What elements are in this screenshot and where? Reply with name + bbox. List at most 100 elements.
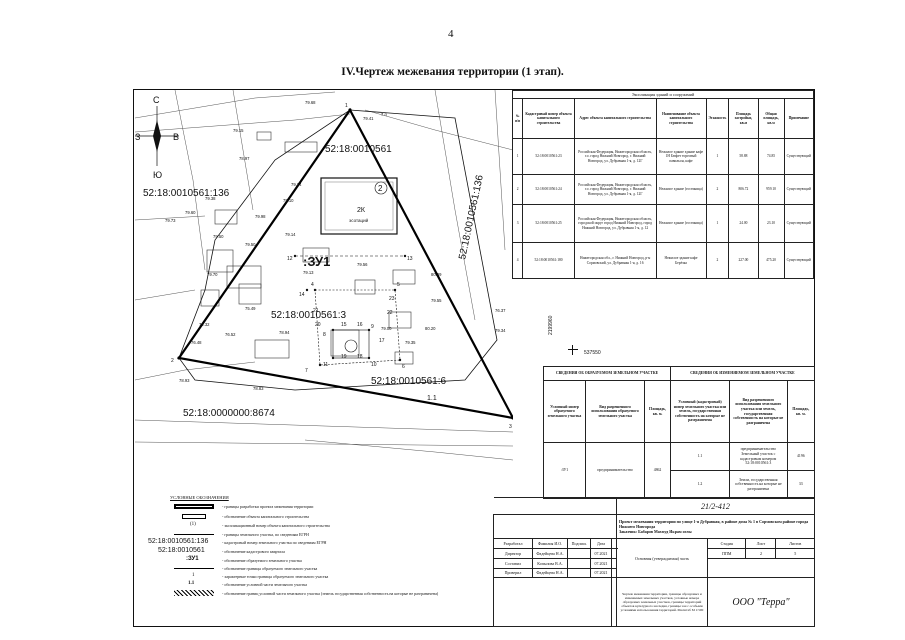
svg-text:79.73: 79.73 [165,218,176,223]
building-label: 2К [357,207,366,214]
stamp-code: 21/2-412 [616,496,815,516]
svg-text:19: 19 [341,354,347,360]
svg-text:12: 12 [287,256,293,262]
svg-text:22: 22 [387,310,393,316]
coord-vertical: 2199960 [548,315,554,335]
table2-right-title: СВЕДЕНИЯ ОБ ИЗМЕНЯЕМОМ ЗЕМЕЛЬНОМ УЧАСТКЕ [669,366,816,381]
legend-item: - обозначение границ условной части земе… [170,590,500,600]
svg-text:9: 9 [371,324,374,330]
svg-text:79.32: 79.32 [199,322,210,327]
svg-text:18: 18 [357,354,363,360]
grid-cross [568,345,578,355]
svg-text:79.15: 79.15 [233,128,244,133]
street-lines [135,90,513,461]
svg-text:16: 16 [357,322,363,328]
table-row: Составил Копылова В.А. 07.2021 [493,557,815,579]
compass-south: Ю [153,170,162,180]
svg-text:79.56: 79.56 [357,262,368,267]
stamp-section: Основная (утверждаемая) часть [616,538,708,579]
svg-text:79.68: 79.68 [305,100,316,105]
table1-caption: Экспликация зданий и сооружений [512,90,814,98]
svg-text:2: 2 [171,358,174,364]
survey-map: 2 2К эсотаций С Ю З В 79.68 79.41 7 п 79… [135,90,513,461]
svg-text:79.24: 79.24 [291,182,302,187]
stamp-drawing-desc: Чертеж межевания территории, границы обр… [616,577,708,627]
svg-text:52:18:0010561:136: 52:18:0010561:136 [143,188,230,199]
svg-text:1: 1 [345,103,348,109]
svg-text:79.34: 79.34 [495,328,506,333]
vertex-numbers: 1 2 3 4 5 6 7 8 9 10 11 12 13 14 15 16 1… [171,103,512,430]
legend-item: - обозначение объекта капитального строи… [170,513,500,523]
svg-text:1.1: 1.1 [427,395,437,402]
svg-text:79.50: 79.50 [245,242,256,247]
building-number: 2 [378,184,383,193]
svg-text:79.98: 79.98 [255,214,266,219]
svg-text:3: 3 [509,424,512,430]
project-boundary [177,107,513,420]
svg-text:79.00: 79.00 [381,326,392,331]
legend-item: 1 - характерные точки границы образуемог… [192,573,329,579]
svg-text:7 п: 7 п [381,112,387,117]
svg-text:52:18:0010561:3: 52:18:0010561:3 [271,310,347,321]
svg-text:21: 21 [313,308,319,314]
legend-title: УСЛОВНЫЕ ОБОЗНАЧЕНИЯ [170,495,229,500]
svg-text:79.41: 79.41 [363,116,374,121]
svg-text:52:18:0010561:6: 52:18:0010561:6 [371,376,447,387]
inner-structures [295,255,405,366]
legend-item: - границы разработки проекта межевания т… [170,503,500,513]
svg-text:78.97: 78.97 [239,156,250,161]
minor-buildings [200,131,416,365]
svg-text:79.13: 79.13 [303,270,314,275]
svg-text:13: 13 [407,256,413,262]
svg-text:52:18:0000000:8674: 52:18:0000000:8674 [183,408,275,419]
svg-text:79.14: 79.14 [285,232,296,237]
svg-text:6: 6 [402,364,405,370]
svg-text:80.09: 80.09 [431,272,442,277]
svg-text:79.70: 79.70 [207,272,218,277]
table-row: :ЗУ1 предпринимательство 4862 1.1 предпр… [543,442,816,499]
table-row: 1.2 Земли, государственная собственность… [544,470,816,499]
svg-text:23: 23 [389,296,395,302]
svg-text:20: 20 [315,322,321,328]
drawing-frame [133,89,815,627]
svg-text:78.83: 78.83 [253,386,264,391]
compass-west: З [135,132,140,142]
legend-item: 52:18:0010561:136 - кадастровый номер зе… [148,538,327,545]
svg-text:52:18:0010561: 52:18:0010561 [325,144,392,155]
svg-text:79.35: 79.35 [405,340,416,345]
svg-text:76.37: 76.37 [495,308,506,313]
coord-horizontal: 537550 [584,350,601,356]
svg-text:52:18:0010561:136: 52:18:0010561:136 [457,174,486,261]
svg-text:8: 8 [323,332,326,338]
legend-item: 1.1 - обозначение условной части земельн… [188,581,308,587]
svg-text:79.38: 79.38 [205,196,216,201]
svg-text:79.55: 79.55 [431,298,442,303]
building-sub: эсотаций [349,217,369,223]
svg-text:14: 14 [299,292,305,298]
vertex-points [177,108,513,420]
legend-item: 52:18:0010561 - обозначение кадастрового… [158,547,285,554]
svg-text:76.52: 76.52 [225,332,236,337]
page-title: IV.Чертеж межевания территории (1 этап). [341,66,564,78]
legend-item: (1) - экспликационный номер объекта капи… [190,522,330,528]
land-plot-table: СВЕДЕНИЯ ОБ ОБРАЗУЕМОМ ЗЕМЕЛЬНОМ УЧАСТКЕ… [543,366,816,499]
svg-text:7: 7 [305,368,308,374]
svg-text:80.20: 80.20 [425,326,436,331]
elevation-labels: 79.68 79.41 7 п 79.15 76.37 79.34 78.93 … [165,100,506,391]
legend-item: - обозначение границы образуемого земель… [170,565,500,575]
stamp-project: Проект межевания территории по улице 1-я… [616,514,815,540]
compass-east: В [173,132,179,142]
parcel-labels: 52:18:0010561 52:18:0010561:136 52:18:00… [143,144,486,419]
svg-text:79.50: 79.50 [213,234,224,239]
svg-text:5: 5 [397,282,400,288]
svg-text:78.94: 78.94 [279,330,290,335]
svg-text:78.93: 78.93 [179,378,190,383]
svg-text:76.48: 76.48 [191,340,202,345]
compass: С Ю З В [135,95,179,180]
stamp-company: ООО "Терра" [707,577,815,627]
